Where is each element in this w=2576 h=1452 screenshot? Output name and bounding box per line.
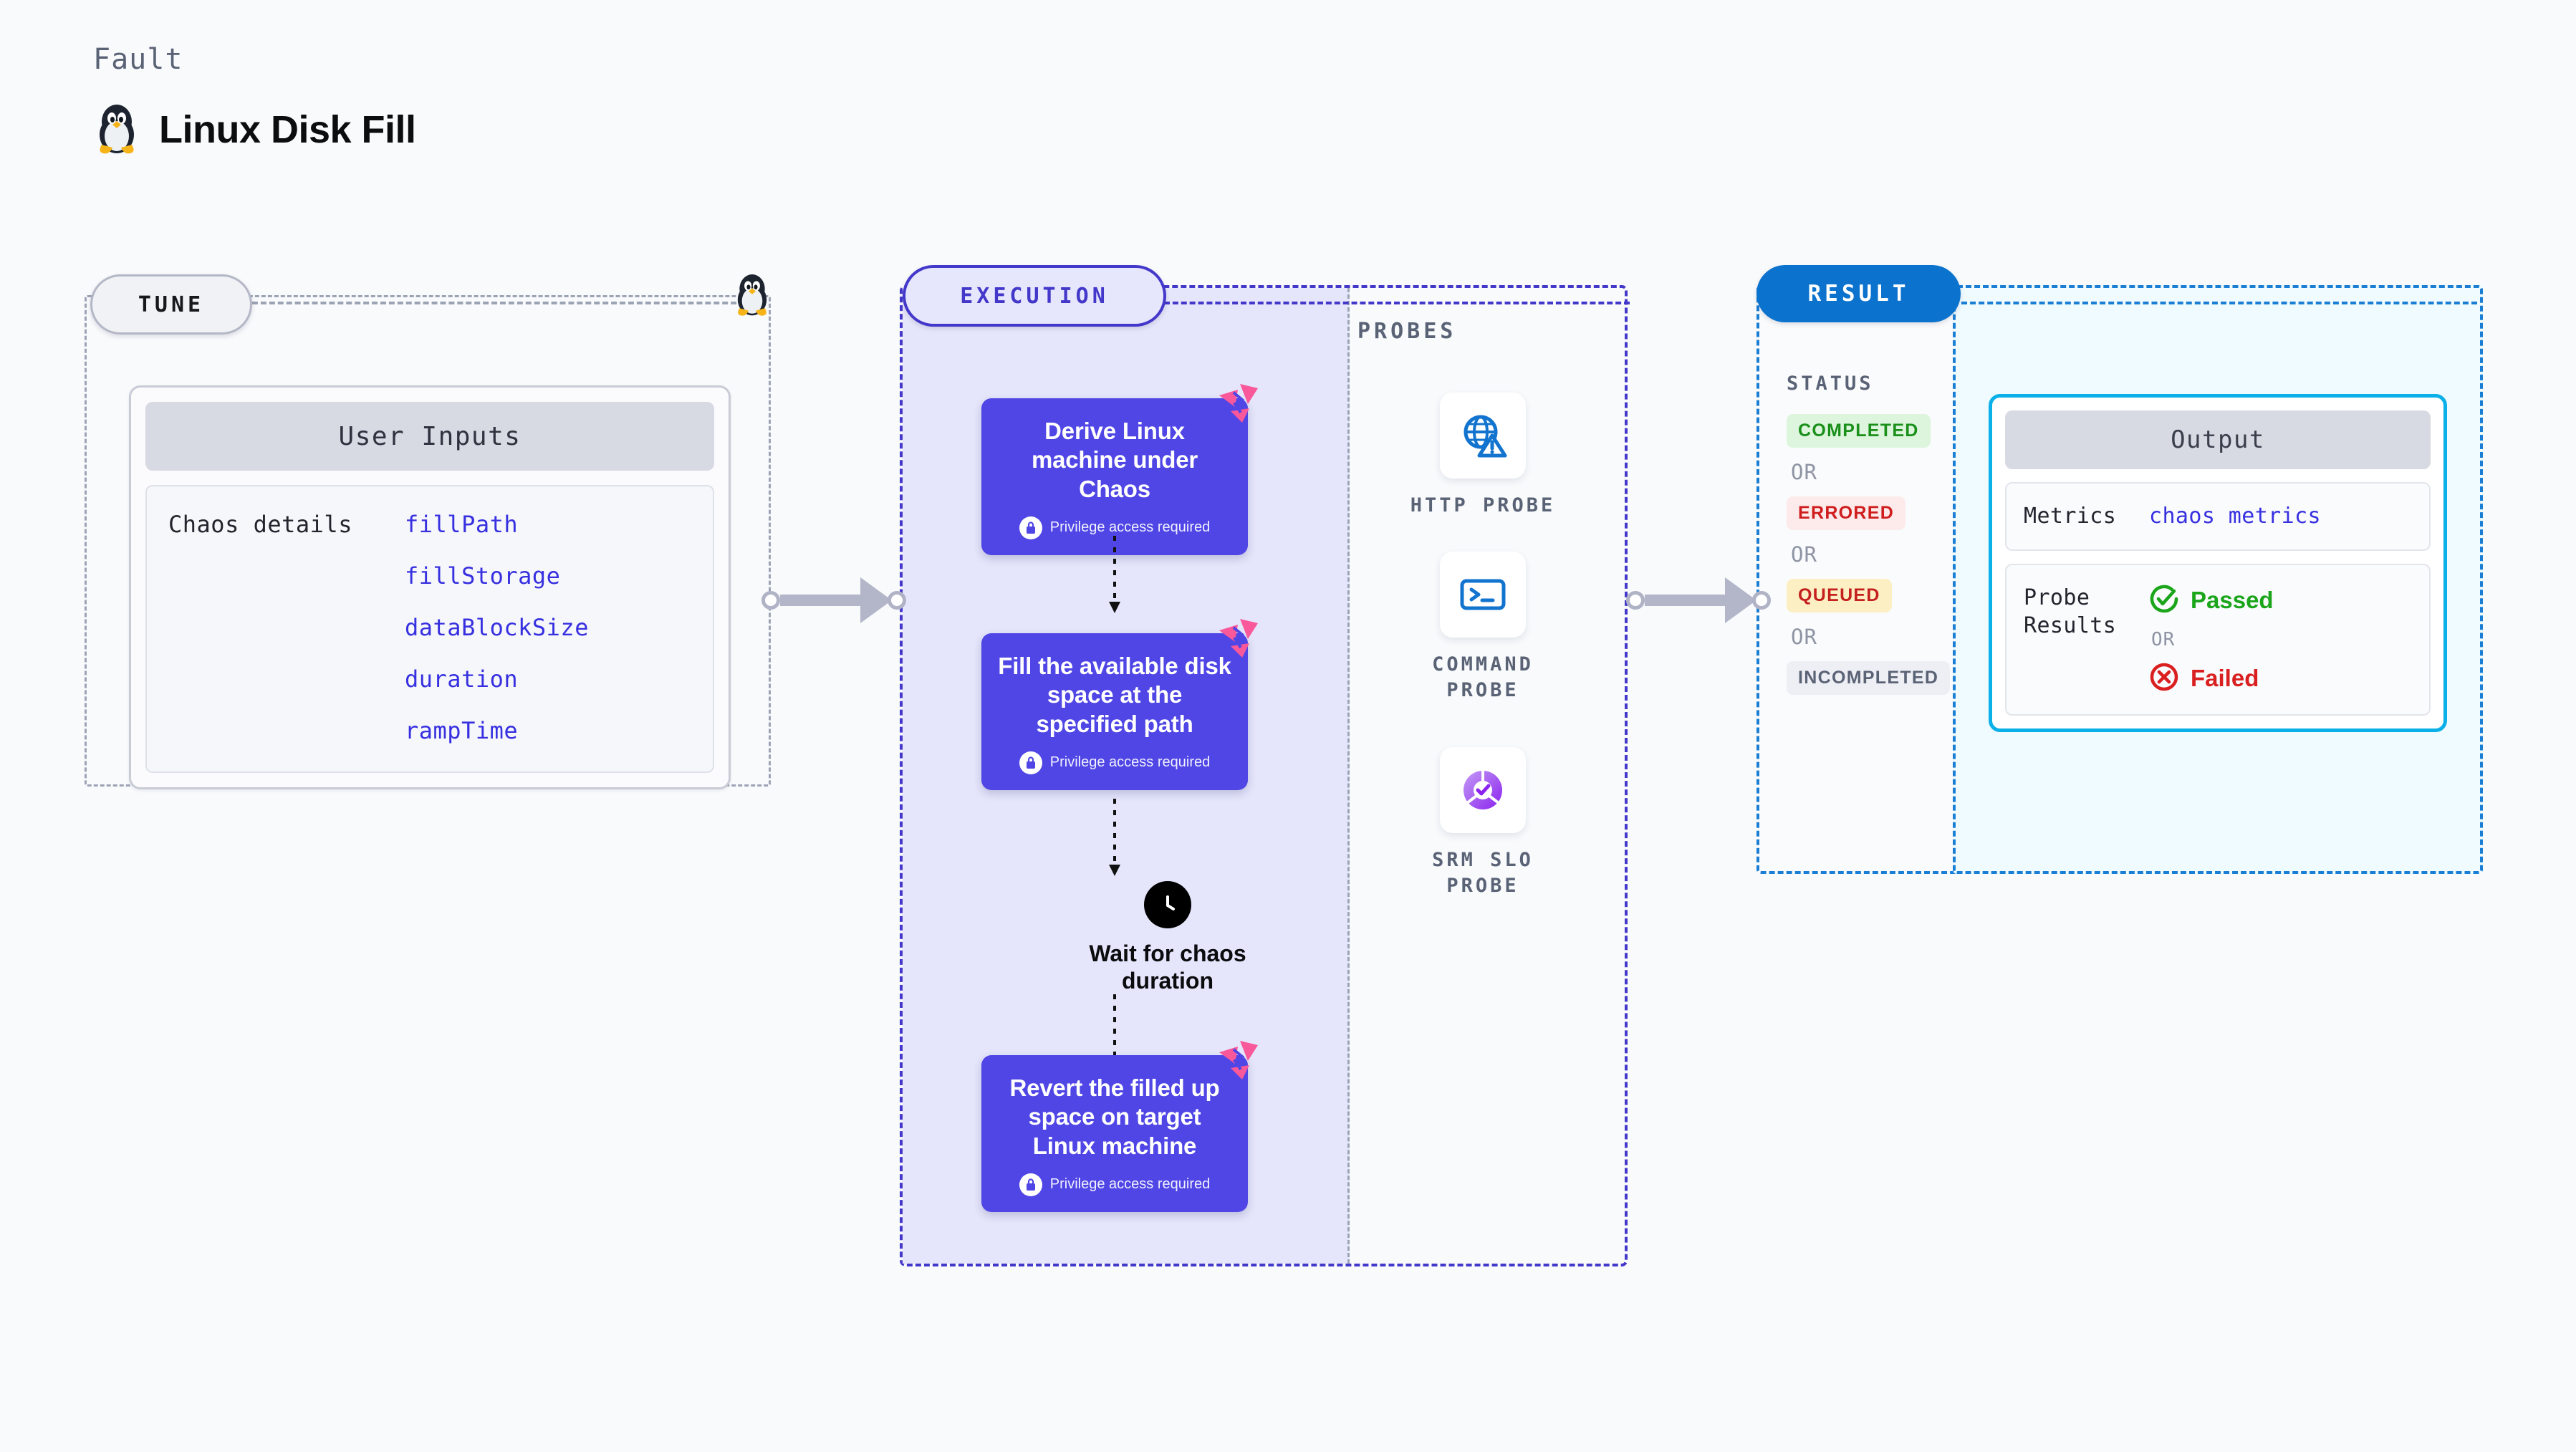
connector-arrowhead: [860, 577, 892, 623]
user-inputs-header: User Inputs: [145, 402, 714, 471]
probes-section-label: PROBES: [1357, 319, 1457, 344]
lock-icon: [1019, 1173, 1042, 1196]
metrics-key: Metrics: [2024, 504, 2117, 529]
litmus-chaos-icon: [1216, 383, 1261, 424]
probe-item-srm-slo[interactable]: SRM SLO PROBE: [1390, 747, 1576, 900]
tux-penguin-icon: [93, 100, 140, 158]
step-connector-arrow: [1105, 799, 1124, 881]
connector-dot-end: [888, 591, 906, 610]
connector-line: [780, 595, 860, 606]
execution-dashed-connector: [1164, 302, 1630, 304]
output-header: Output: [2005, 410, 2431, 469]
connector-execution-to-result: [1626, 577, 1771, 623]
probe-label: SRM SLO PROBE: [1432, 849, 1534, 898]
or-separator: OR: [1791, 542, 1817, 567]
passed-label: Passed: [2191, 587, 2274, 614]
param-fillstorage[interactable]: fillStorage: [405, 562, 561, 590]
metrics-value[interactable]: chaos metrics: [2149, 504, 2321, 529]
status-badge-completed: COMPLETED: [1787, 414, 1931, 448]
or-separator: OR: [2151, 628, 2176, 650]
tune-dashed-connector: [252, 302, 754, 304]
user-inputs-card: User Inputs Chaos details fillPath fillS…: [129, 385, 731, 789]
lock-icon: [1019, 516, 1042, 539]
privilege-text: Privilege access required: [1049, 1176, 1211, 1193]
probe-item-http[interactable]: HTTP PROBE: [1390, 393, 1576, 519]
chaos-parameter-list: fillPath fillStorage dataBlockSize durat…: [405, 511, 589, 744]
probe-result-passed: Passed: [2149, 584, 2274, 617]
param-datablocksize[interactable]: dataBlockSize: [405, 614, 589, 641]
probe-result-failed: Failed: [2149, 662, 2274, 696]
connector-dot-end: [1752, 591, 1771, 610]
page-title: Linux Disk Fill: [159, 107, 416, 151]
clock-icon: [1144, 881, 1191, 928]
wait-node-label: Wait for chaos duration: [1089, 941, 1246, 994]
slo-donut-check-icon: [1440, 747, 1526, 833]
failed-label: Failed: [2191, 665, 2259, 692]
execution-step-card[interactable]: Revert the filled up space on target Lin…: [981, 1041, 1258, 1212]
litmus-chaos-icon: [1216, 1039, 1261, 1081]
step-title: Revert the filled up space on target Lin…: [1009, 1074, 1220, 1159]
probe-results-row: Probe Results Passed OR: [2005, 563, 2431, 716]
result-dashed-connector: [1961, 302, 2477, 304]
x-circle-icon: [2149, 662, 2179, 696]
status-list: COMPLETED OR ERRORED OR QUEUED OR INCOMP…: [1787, 414, 1951, 695]
step-title: Fill the available disk space at the spe…: [998, 653, 1231, 737]
connector-line: [1645, 595, 1725, 606]
tune-pill[interactable]: TUNE: [90, 274, 252, 335]
title-row: Linux Disk Fill: [93, 100, 416, 158]
status-badge-errored: ERRORED: [1787, 496, 1906, 530]
user-inputs-body: Chaos details fillPath fillStorage dataB…: [145, 485, 714, 773]
probe-results-values: Passed OR Failed: [2149, 584, 2274, 696]
privilege-row: Privilege access required: [997, 516, 1232, 539]
status-badge-incompleted: INCOMPLETED: [1787, 661, 1951, 695]
page-header: Fault Linux Disk Fill: [93, 43, 416, 158]
terminal-icon: [1440, 552, 1526, 638]
step-connector-arrow: [1105, 536, 1124, 618]
execution-step-card[interactable]: Fill the available disk space at the spe…: [981, 619, 1258, 790]
param-duration[interactable]: duration: [405, 665, 519, 693]
execution-step-card[interactable]: Derive Linux machine under Chaos Privile…: [981, 384, 1258, 555]
metrics-row: Metrics chaos metrics: [2005, 482, 2431, 551]
privilege-row: Privilege access required: [997, 751, 1232, 774]
execution-pill[interactable]: EXECUTION: [903, 265, 1166, 327]
step-title: Derive Linux machine under Chaos: [1031, 418, 1198, 502]
litmus-chaos-icon: [1216, 617, 1261, 659]
fault-kind-label: Fault: [93, 43, 183, 76]
lock-icon: [1019, 751, 1042, 774]
tux-penguin-icon-connector: [732, 271, 772, 320]
param-ramptime[interactable]: rampTime: [405, 717, 519, 744]
globe-warning-icon: [1440, 393, 1526, 479]
privilege-text: Privilege access required: [1049, 519, 1211, 536]
status-label: STATUS: [1787, 372, 1874, 395]
connector-tune-to-execution: [761, 577, 906, 623]
connector-dot-start: [1626, 591, 1645, 610]
status-badge-queued: QUEUED: [1787, 579, 1892, 612]
probe-results-key: Probe Results: [2024, 585, 2117, 639]
connector-arrowhead: [1725, 577, 1756, 623]
wait-node: Wait for chaos duration: [1075, 881, 1261, 995]
probe-label: COMMAND PROBE: [1432, 653, 1534, 702]
connector-dot-start: [761, 591, 780, 610]
probe-item-command[interactable]: COMMAND PROBE: [1390, 552, 1576, 704]
check-circle-icon: [2149, 584, 2179, 617]
privilege-row: Privilege access required: [997, 1173, 1232, 1196]
chaos-details-label: Chaos details: [168, 511, 352, 538]
probe-label: HTTP PROBE: [1410, 494, 1556, 516]
result-pill[interactable]: RESULT: [1756, 265, 1961, 322]
or-separator: OR: [1791, 625, 1817, 649]
output-card: Output Metrics chaos metrics Probe Resul…: [1989, 394, 2447, 732]
privilege-text: Privilege access required: [1049, 754, 1211, 771]
or-separator: OR: [1791, 460, 1817, 484]
param-fillpath[interactable]: fillPath: [405, 511, 519, 538]
